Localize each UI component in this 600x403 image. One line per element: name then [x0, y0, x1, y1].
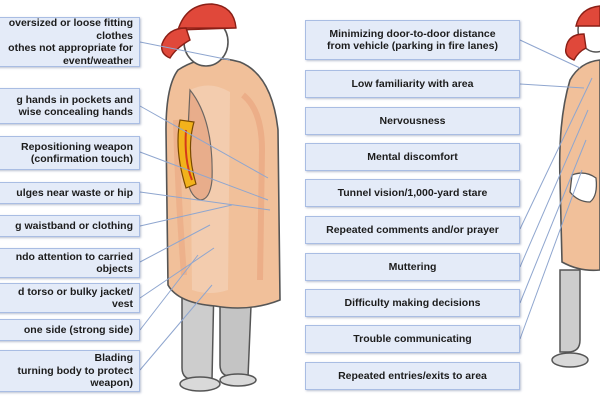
right-label-mental-discomfort: Mental discomfort — [305, 143, 520, 171]
left-label-concealing-hands: g hands in pockets and wise concealing h… — [0, 88, 140, 124]
left-label-carried-objects: ndo attention to carried objects — [0, 248, 140, 278]
left-label-one-side: one side (strong side) — [0, 319, 140, 341]
left-label-torso-jacket: d torso or bulky jacket/ vest — [0, 283, 140, 313]
right-label-nervousness: Nervousness — [305, 107, 520, 135]
right-label-difficulty-decisions: Difficulty making decisions — [305, 289, 520, 317]
leader-lines — [139, 39, 593, 371]
right-label-tunnel-vision: Tunnel vision/1,000-yard stare — [305, 179, 520, 207]
left-hard-hat-icon — [160, 3, 237, 59]
right-label-repeated-comments: Repeated comments and/or prayer — [305, 216, 520, 244]
left-label-repositioning-weapon: Repositioning weapon (confirmation touch… — [0, 136, 140, 170]
right-label-muttering: Muttering — [305, 253, 520, 281]
right-label-door-distance: Minimizing door-to-door distance from ve… — [305, 20, 520, 60]
right-label-repeated-entries: Repeated entries/exits to area — [305, 362, 520, 390]
left-label-waistband: g waistband or clothing — [0, 215, 140, 237]
left-label-clothing: oversized or loose fitting clothes othes… — [0, 17, 140, 67]
right-label-trouble-communicating: Trouble communicating — [305, 325, 520, 353]
left-label-blading: Blading turning body to protect weapon) — [0, 350, 140, 392]
right-label-low-familiarity: Low familiarity with area — [305, 70, 520, 98]
left-label-bulges: ulges near waste or hip — [0, 182, 140, 204]
right-person-figure-icon — [551, 5, 600, 368]
right-hard-hat-icon — [564, 5, 600, 61]
